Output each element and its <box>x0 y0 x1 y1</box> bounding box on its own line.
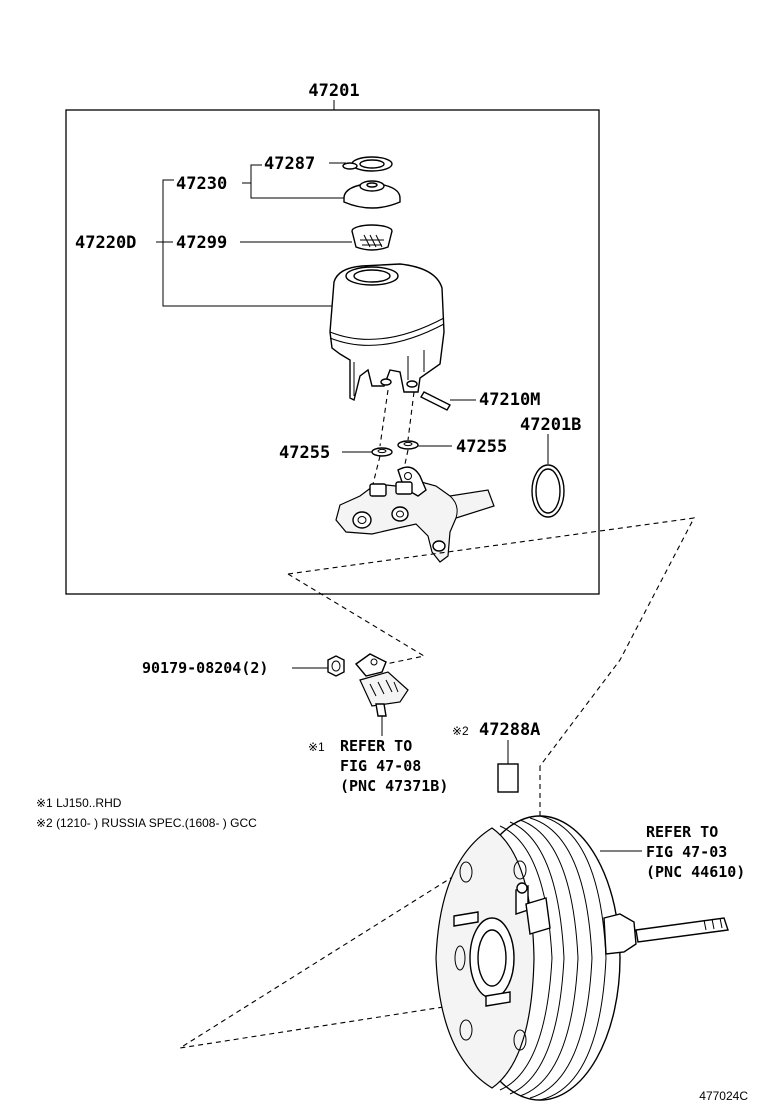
label-47299: 47299 <box>176 233 227 253</box>
refer-booster-line3: (PNC 44610) <box>646 863 745 881</box>
note-1: ※1 LJ150..RHD <box>36 796 122 810</box>
reservoir-cap-47230 <box>343 180 401 209</box>
label-47288A-mark: ※2 <box>452 724 469 738</box>
dash-alignment-upper <box>287 517 695 767</box>
cap-gasket-47287 <box>342 156 393 172</box>
label-47255-right: 47255 <box>456 437 507 457</box>
dash-alignment-sensor <box>287 573 426 665</box>
refer-booster-line1: REFER TO <box>646 823 718 841</box>
assembly-number-label: 47201 <box>308 81 359 101</box>
label-90179-08204: 90179-08204(2) <box>142 659 268 677</box>
bracket-47220D-bottom <box>162 242 332 307</box>
dash-grommet-left-lower <box>371 455 381 489</box>
label-plate-47288A <box>497 763 519 793</box>
grommet-47255-right <box>397 440 419 450</box>
label-47230: 47230 <box>176 174 227 194</box>
brake-booster <box>435 815 729 1101</box>
refer-sensor-mark: ※1 <box>308 740 325 754</box>
label-47287: 47287 <box>264 154 315 174</box>
fluid-level-sensor <box>354 653 409 717</box>
refer-booster-line2: FIG 47-03 <box>646 843 727 861</box>
master-cylinder-body <box>335 466 495 563</box>
strainer-47299 <box>351 224 393 251</box>
grommet-47255-left <box>371 447 393 457</box>
dash-grommet-right <box>407 391 415 441</box>
note-2: ※2 (1210- ) RUSSIA SPEC.(1608- ) GCC <box>36 816 257 830</box>
refer-sensor-line2: FIG 47-08 <box>340 757 421 775</box>
refer-sensor-line1: REFER TO <box>340 737 412 755</box>
label-47255-left: 47255 <box>279 443 330 463</box>
figure-code: 477024C <box>699 1089 748 1103</box>
reservoir-tank-47220D <box>329 263 445 402</box>
nut-90179-08204 <box>327 655 345 677</box>
o-ring-47201B <box>531 464 565 518</box>
leader-47230-b <box>250 183 344 199</box>
label-47288A: 47288A <box>479 720 540 740</box>
refer-sensor-line3: (PNC 47371B) <box>340 777 448 795</box>
leader-47230-a <box>242 164 262 184</box>
assembly-frame <box>65 109 600 595</box>
pin-47210M <box>420 391 451 411</box>
dash-grommet-right-lower <box>401 449 409 479</box>
label-47220D: 47220D <box>75 233 136 253</box>
bracket-47220D-top <box>162 179 174 242</box>
label-47210M: 47210M <box>479 390 540 410</box>
label-47201B: 47201B <box>520 415 581 435</box>
dash-grommet-left <box>379 389 389 447</box>
